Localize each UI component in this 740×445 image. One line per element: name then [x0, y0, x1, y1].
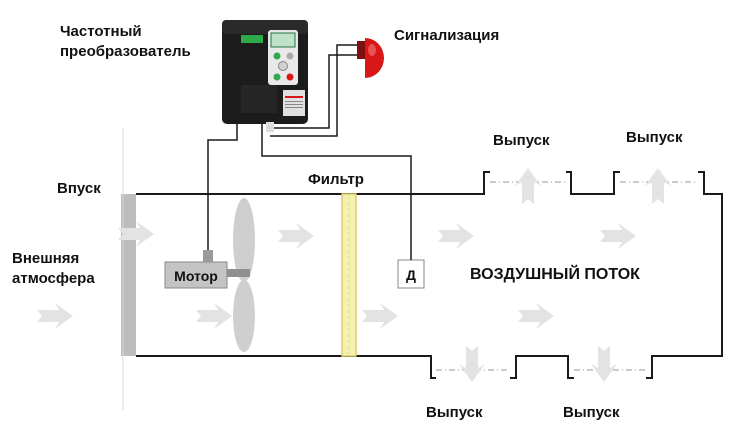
- motor-box: Мотор: [164, 250, 228, 289]
- airflow-arrow-icon: [591, 346, 617, 382]
- airflow-arrow-icon: [600, 223, 636, 249]
- inlet-label: Впуск: [57, 180, 101, 197]
- outlet-label-bottom-right: Выпуск: [563, 404, 620, 421]
- vfd-to-motor-wire: [207, 122, 238, 250]
- duct-bottom-wall-middle: [510, 355, 574, 379]
- airflow-arrow-icon: [459, 346, 485, 382]
- filter-label: Фильтр: [308, 171, 364, 188]
- alarm-beacon-icon: [357, 38, 384, 78]
- fan-icon: [224, 198, 255, 352]
- motor-label: Мотор: [174, 268, 218, 284]
- airflow-arrow-icon: [196, 303, 232, 329]
- airflow-arrow-icon: [515, 168, 541, 204]
- vfd-label-line2: преобразователь: [60, 43, 191, 60]
- vfd-to-alarm-wire-inner: [270, 54, 360, 129]
- duct-top-wall-middle: [566, 171, 620, 195]
- outlet-label-top-left: Выпуск: [493, 132, 550, 149]
- outside-label-line1: Внешняя: [12, 250, 79, 267]
- duct-outline: [136, 171, 723, 379]
- vfd-label-line1: Частотный: [60, 23, 142, 40]
- outside-label-line2: атмосфера: [12, 270, 95, 287]
- airflow-arrow-icon: [362, 303, 398, 329]
- outlet-label-bottom-left: Выпуск: [426, 404, 483, 421]
- airflow-arrow-icon: [645, 168, 671, 204]
- frequency-inverter-icon: [222, 20, 308, 132]
- wiring: [207, 44, 412, 260]
- airflow-arrow-icon: [37, 303, 73, 329]
- airflow-arrow-icon: [278, 223, 314, 249]
- vfd-to-alarm-wire-outer: [270, 44, 360, 137]
- airflow-arrow-icon: [438, 223, 474, 249]
- duct-top-wall-left: [136, 171, 490, 195]
- sensor-to-vfd-wire: [261, 124, 412, 260]
- sensor-label: Д: [406, 267, 416, 283]
- airflow-arrow-icon: [518, 303, 554, 329]
- duct-bottom-wall-left: [136, 355, 436, 379]
- duct-top-wall-right: [646, 171, 723, 379]
- outlet-label-top-right: Выпуск: [626, 129, 683, 146]
- airflow-label: ВОЗДУШНЫЙ ПОТОК: [470, 264, 640, 283]
- alarm-label: Сигнализация: [394, 27, 499, 44]
